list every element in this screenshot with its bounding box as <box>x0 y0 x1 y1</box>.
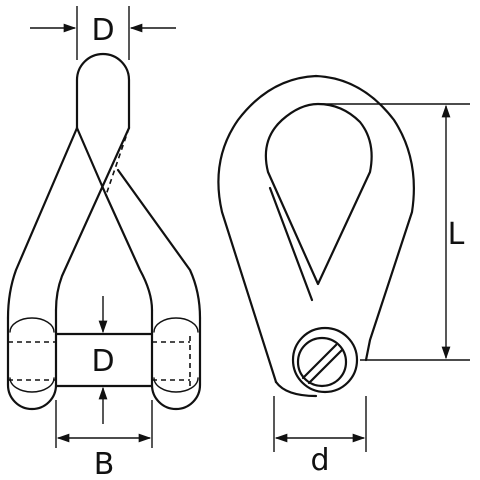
dimension-b: B <box>55 400 153 480</box>
left-eye-bottom-arc <box>9 377 55 393</box>
left-eye <box>6 308 58 411</box>
dimension-l: L <box>318 103 470 361</box>
pin-head-outer <box>291 326 359 394</box>
label-pin-d: D <box>91 344 114 379</box>
pin-head-inner <box>296 336 348 388</box>
pin-slot-a <box>301 343 338 380</box>
side-view <box>217 74 415 398</box>
inner-leg-line <box>268 186 314 302</box>
left-eye-top-arc <box>9 317 55 333</box>
outer-body <box>217 74 415 384</box>
crown-outline <box>75 52 131 130</box>
inner-hole <box>264 102 373 286</box>
right-leg-inner <box>104 193 154 312</box>
outer-bottom-left <box>274 380 318 398</box>
label-l: L <box>448 217 465 252</box>
pin-slot-b <box>307 348 344 385</box>
label-b: B <box>94 447 115 480</box>
front-view <box>6 52 202 411</box>
dimension-d-small: d <box>273 396 367 478</box>
right-eye <box>150 308 202 411</box>
label-top-d: D <box>91 13 114 48</box>
dimension-pin-d: D <box>91 296 115 424</box>
right-eye-bottom-arc <box>153 377 199 393</box>
right-leg-hidden <box>105 127 130 196</box>
right-leg-outer <box>116 168 202 320</box>
left-leg-outer <box>6 126 79 320</box>
left-leg-inner <box>54 126 131 312</box>
right-eye-top-arc <box>153 317 199 333</box>
right-leg-front <box>75 126 108 197</box>
label-d-small: d <box>310 443 329 478</box>
dimension-top-d: D <box>30 6 176 60</box>
